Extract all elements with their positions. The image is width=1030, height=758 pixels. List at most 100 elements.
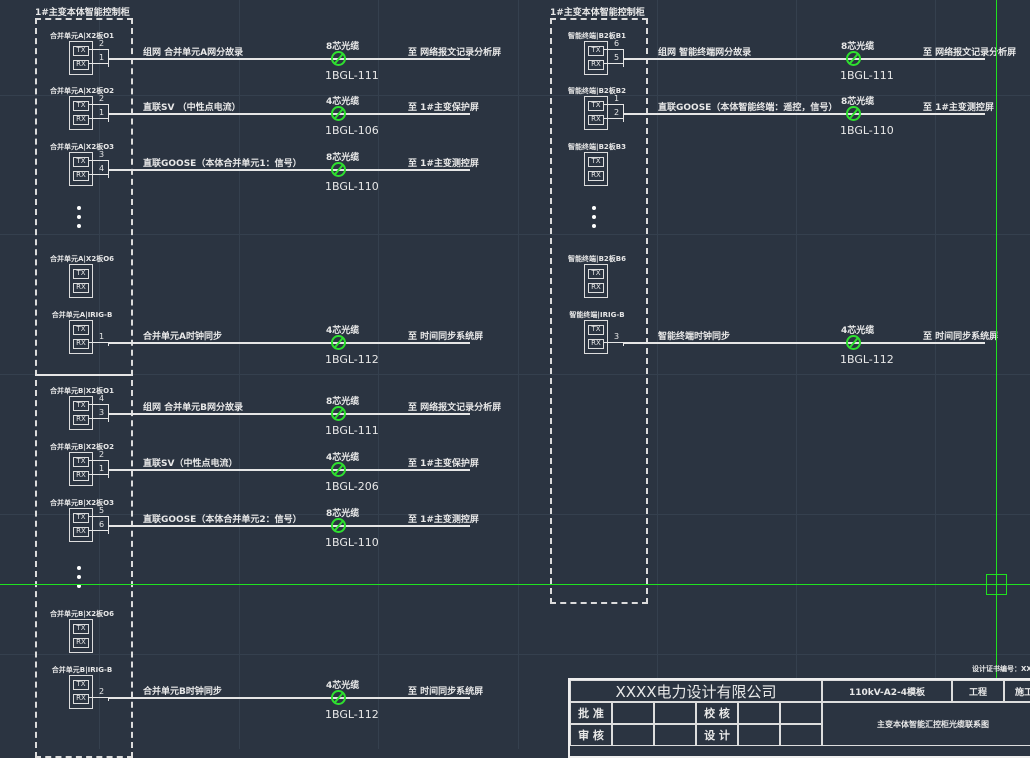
tx-port[interactable]: TX — [73, 513, 89, 523]
fiber-port[interactable]: TX RX — [584, 96, 608, 130]
grid-line — [0, 514, 1030, 515]
fiber-port[interactable]: TX RX — [69, 264, 93, 298]
fiber-cable-icon[interactable] — [331, 162, 346, 177]
fiber-cable-line[interactable] — [623, 342, 985, 344]
tx-port[interactable]: TX — [73, 157, 89, 167]
cable-description: 直联GOOSE（本体智能终端：遥控，信号） — [658, 103, 838, 113]
pin-wire — [89, 404, 108, 405]
fiber-cable-icon[interactable] — [846, 335, 861, 350]
pin-number: 4 — [99, 164, 105, 173]
cable-description: 直联GOOSE（本体合并单元2：信号） — [143, 515, 302, 525]
fiber-port[interactable]: TX RX — [584, 320, 608, 354]
tx-port[interactable]: TX — [73, 269, 89, 279]
pin-wire — [89, 174, 108, 175]
tx-port[interactable]: TX — [588, 101, 604, 111]
right-cabinet[interactable] — [550, 18, 648, 604]
tx-port[interactable]: TX — [73, 624, 89, 634]
cable-destination: 至 1#主变保护屏 — [408, 103, 479, 113]
pin-number: 4 — [99, 394, 105, 403]
rx-port[interactable]: RX — [73, 171, 89, 181]
continuation-dot — [592, 224, 596, 228]
fiber-cable-icon[interactable] — [331, 518, 346, 533]
fiber-port[interactable]: TX RX — [69, 152, 93, 186]
rx-port[interactable]: RX — [588, 283, 604, 293]
fiber-port[interactable]: TX RX — [69, 41, 93, 75]
rx-port[interactable]: RX — [588, 339, 604, 349]
tx-port[interactable]: TX — [73, 680, 89, 690]
review-date — [654, 724, 696, 746]
port-label: 合并单元B|X2板O2 — [50, 443, 114, 451]
cable-type: 8芯光缆 — [841, 97, 875, 107]
fiber-port[interactable]: TX RX — [69, 452, 93, 486]
fiber-cable-icon[interactable] — [331, 335, 346, 350]
fiber-port[interactable]: TX RX — [69, 508, 93, 542]
rx-port[interactable]: RX — [588, 60, 604, 70]
rx-port[interactable]: RX — [73, 339, 89, 349]
cable-type: 8芯光缆 — [326, 509, 360, 519]
fiber-cable-line[interactable] — [108, 469, 470, 471]
fiber-cable-icon[interactable] — [846, 106, 861, 121]
rx-port[interactable]: RX — [73, 471, 89, 481]
fiber-cable-line[interactable] — [623, 113, 985, 115]
fiber-port[interactable]: TX RX — [69, 396, 93, 430]
continuation-dot — [77, 584, 81, 588]
fiber-port[interactable]: TX RX — [69, 320, 93, 354]
fiber-port[interactable]: TX RX — [69, 96, 93, 130]
cable-type: 8芯光缆 — [326, 153, 360, 163]
rx-port[interactable]: RX — [73, 694, 89, 704]
tx-port[interactable]: TX — [73, 457, 89, 467]
rx-port[interactable]: RX — [73, 527, 89, 537]
fiber-port[interactable]: TX RX — [69, 619, 93, 653]
tx-port[interactable]: TX — [73, 401, 89, 411]
cable-type: 4芯光缆 — [326, 326, 360, 336]
pin-join — [108, 342, 109, 346]
rx-port[interactable]: RX — [73, 60, 89, 70]
tx-port[interactable]: TX — [588, 46, 604, 56]
cable-type: 4芯光缆 — [841, 326, 875, 336]
cable-destination: 至 1#主变保护屏 — [408, 459, 479, 469]
cable-description: 智能终端时钟同步 — [658, 332, 731, 342]
continuation-dot — [77, 206, 81, 210]
fiber-cable-line[interactable] — [108, 697, 470, 699]
tx-port[interactable]: TX — [588, 157, 604, 167]
fiber-cable-icon[interactable] — [331, 51, 346, 66]
pin-number: 2 — [99, 450, 105, 459]
rx-port[interactable]: RX — [73, 283, 89, 293]
fiber-port[interactable]: TX RX — [584, 152, 608, 186]
fiber-cable-icon[interactable] — [331, 462, 346, 477]
fiber-cable-icon[interactable] — [846, 51, 861, 66]
pin-wire — [89, 104, 108, 105]
tx-port[interactable]: TX — [73, 46, 89, 56]
rx-port[interactable]: RX — [588, 171, 604, 181]
tx-port[interactable]: TX — [588, 269, 604, 279]
cable-id: 1BGL-111 — [840, 69, 894, 82]
fiber-cable-icon[interactable] — [331, 690, 346, 705]
fiber-cable-line[interactable] — [623, 58, 985, 60]
pin-number: 1 — [99, 464, 105, 473]
fiber-cable-line[interactable] — [108, 113, 470, 115]
cable-destination: 至 1#主变测控屏 — [923, 103, 994, 113]
fiber-cable-line[interactable] — [108, 169, 470, 171]
tx-port[interactable]: TX — [73, 101, 89, 111]
fiber-cable-line[interactable] — [108, 342, 470, 344]
rx-port[interactable]: RX — [73, 638, 89, 648]
fiber-cable-line[interactable] — [108, 58, 470, 60]
pin-wire — [89, 697, 108, 698]
fiber-port[interactable]: TX RX — [584, 264, 608, 298]
tx-port[interactable]: TX — [73, 325, 89, 335]
fiber-port[interactable]: TX RX — [69, 675, 93, 709]
grid-line — [0, 374, 1030, 375]
fiber-cable-line[interactable] — [108, 525, 470, 527]
rx-port[interactable]: RX — [73, 115, 89, 125]
rx-port[interactable]: RX — [588, 115, 604, 125]
fiber-cable-icon[interactable] — [331, 106, 346, 121]
port-label: 合并单元B|X2板O3 — [50, 499, 114, 507]
grid-line — [0, 654, 1030, 655]
pin-number: 3 — [614, 332, 620, 341]
fiber-cable-icon[interactable] — [331, 406, 346, 421]
approve-cell — [612, 702, 654, 724]
fiber-port[interactable]: TX RX — [584, 41, 608, 75]
fiber-cable-line[interactable] — [108, 413, 470, 415]
rx-port[interactable]: RX — [73, 415, 89, 425]
tx-port[interactable]: TX — [588, 325, 604, 335]
